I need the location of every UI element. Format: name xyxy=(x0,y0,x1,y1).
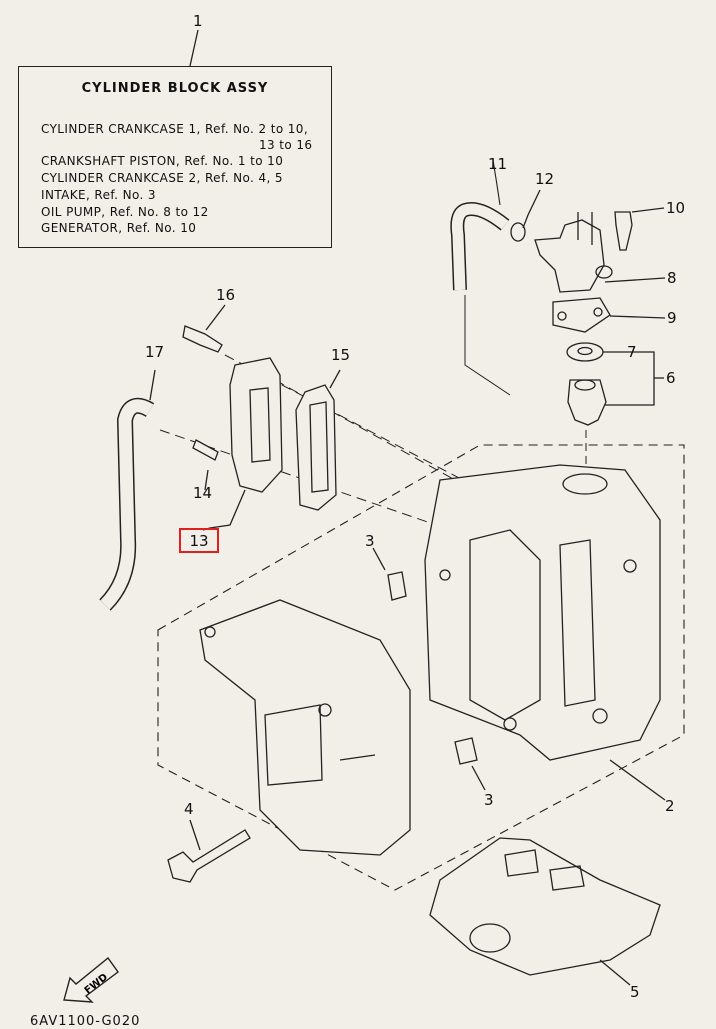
legend-line: OIL PUMP, Ref. No. 8 to 12 xyxy=(41,205,209,219)
callout-1[interactable]: 1 xyxy=(193,12,203,30)
drawing-code: 6AV1100-G020 xyxy=(30,1014,141,1029)
washer-7 xyxy=(566,342,604,362)
legend-line: CRANKSHAFT PISTON, Ref. No. 1 to 10 xyxy=(41,154,284,168)
cylinder-block-2 xyxy=(424,464,661,761)
dowel-3a xyxy=(387,571,407,601)
callout-9[interactable]: 9 xyxy=(667,309,677,327)
fwd-arrow-icon xyxy=(63,956,119,1003)
callout-8[interactable]: 8 xyxy=(667,269,677,287)
callout-5[interactable]: 5 xyxy=(630,983,640,1001)
callout-4[interactable]: 4 xyxy=(184,800,194,818)
callout-2[interactable]: 2 xyxy=(665,797,675,815)
legend-title: CYLINDER BLOCK ASSY xyxy=(81,81,269,96)
legend-line: INTAKE, Ref. No. 3 xyxy=(41,188,156,202)
bolt-4 xyxy=(167,829,251,883)
callout-10[interactable]: 10 xyxy=(666,199,686,217)
callout-3-lower[interactable]: 3 xyxy=(484,791,494,809)
legend-line: CYLINDER CRANKCASE 2, Ref. No. 4, 5 xyxy=(41,171,283,185)
callout-6[interactable]: 6 xyxy=(666,369,676,387)
callout-15[interactable]: 15 xyxy=(331,346,351,364)
thermostat-6 xyxy=(567,379,607,426)
dowel-3b xyxy=(454,737,478,765)
callout-13-highlighted[interactable]: 13 xyxy=(179,528,219,553)
legend-box: CYLINDER BLOCK ASSY CYLINDER CRANKCASE 1… xyxy=(18,66,332,248)
callout-16[interactable]: 16 xyxy=(216,286,236,304)
legend-line: CYLINDER CRANKCASE 1, Ref. No. 2 to 10, xyxy=(41,122,309,136)
callout-12[interactable]: 12 xyxy=(535,170,555,188)
callout-3-upper[interactable]: 3 xyxy=(365,532,375,550)
gasket-5 xyxy=(429,837,661,976)
crankcase-cover xyxy=(199,599,411,856)
callout-14[interactable]: 14 xyxy=(193,484,213,502)
cover-13 xyxy=(229,357,283,493)
callout-11[interactable]: 11 xyxy=(488,155,508,173)
callout-7[interactable]: 7 xyxy=(627,343,637,361)
callout-17[interactable]: 17 xyxy=(145,343,165,361)
gasket-9 xyxy=(552,297,611,333)
oil-pump xyxy=(534,219,605,293)
legend-line: 13 to 16 xyxy=(259,138,313,152)
legend-line: GENERATOR, Ref. No. 10 xyxy=(41,221,197,235)
